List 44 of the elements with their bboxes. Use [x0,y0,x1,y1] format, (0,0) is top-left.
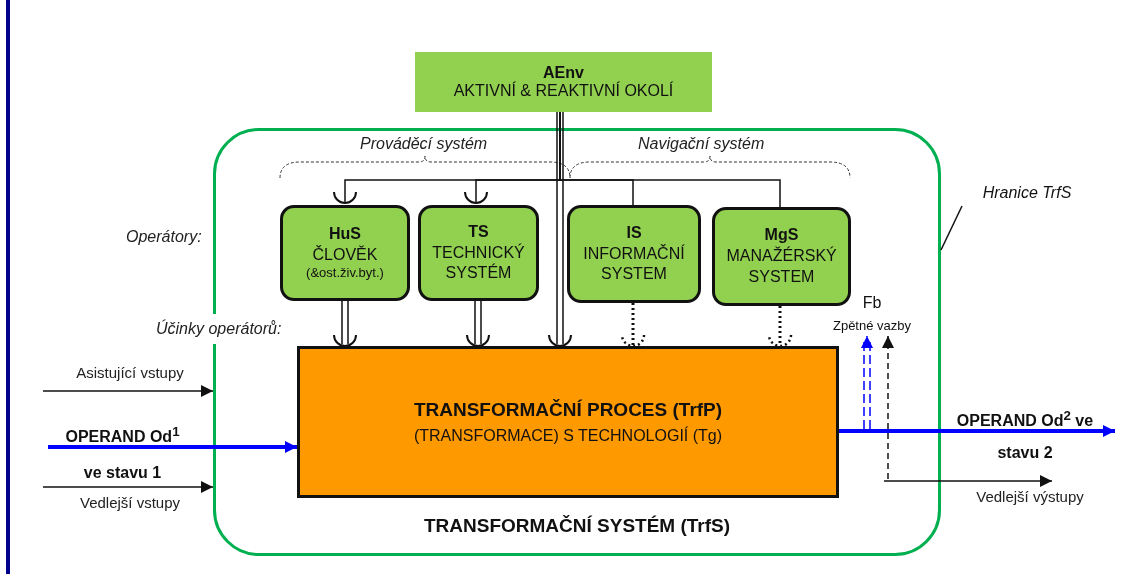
arrow [48,441,297,453]
bracket-label: Navigační systém [638,135,765,153]
socket-connector [620,303,646,348]
system-title: TRANSFORMAČNÍ SYSTÉM (TrfS) [423,515,731,537]
node-heading: HuS [329,223,361,244]
node-heading: IS [626,222,642,243]
edge-label: OPERAND Od$^{2}$ ve stavu 2 [955,407,1095,464]
arrow [882,335,894,480]
operator-box [280,205,410,301]
node-text: MANAŽÉRSKÝ SYSTEM [726,246,837,287]
operator-box [567,205,701,303]
socket-connector [466,300,490,347]
node-text: INFORMAČNÍ SYSTEM [582,243,686,285]
node-text: (TRANSFORMACE) S TECHNOLOGIÍ (Tg) [413,427,723,445]
node-text: AKTIVNÍ & REAKTIVNÍ OKOLÍ [453,82,674,100]
arrow [883,475,1053,487]
socket-connector [333,300,357,347]
socket-connector [548,111,572,347]
node-text: Zpětné vazby [832,317,911,333]
node-text: TECHNICKÝ SYSTÉM [431,242,526,284]
environment-box [415,52,712,112]
edge-label: Vedlejší vstupy [78,494,182,511]
connector-line [559,111,781,208]
arrow [839,425,1115,437]
leader-line [940,205,963,251]
node-text: ČLOVĚK [311,244,379,265]
operator-box [418,205,539,301]
socket-connector [767,306,793,348]
bracket-label: Prováděcí systém [360,135,488,153]
node-heading: AEnv [543,64,584,81]
edge-label: Asistující vstupy [75,364,185,381]
process-box [297,346,839,498]
operator-box [712,207,851,306]
arrow [861,335,873,430]
node-text: (&ost.živ.byt.) [306,265,384,283]
edge-label: OPERAND Od$^{1}$ ve stavu 1 [64,423,181,484]
node-heading: TRANSFORMAČNÍ PROCES (TrfP) [413,399,723,421]
node-text: Hranice TrfS [982,184,1072,202]
node-heading: TS [468,221,489,242]
arrow [42,385,214,397]
node-heading: MgS [764,225,799,246]
edge-label: Vedlejší výstupy [975,488,1085,505]
node-heading: Fb [862,293,882,312]
arrow [42,481,214,493]
